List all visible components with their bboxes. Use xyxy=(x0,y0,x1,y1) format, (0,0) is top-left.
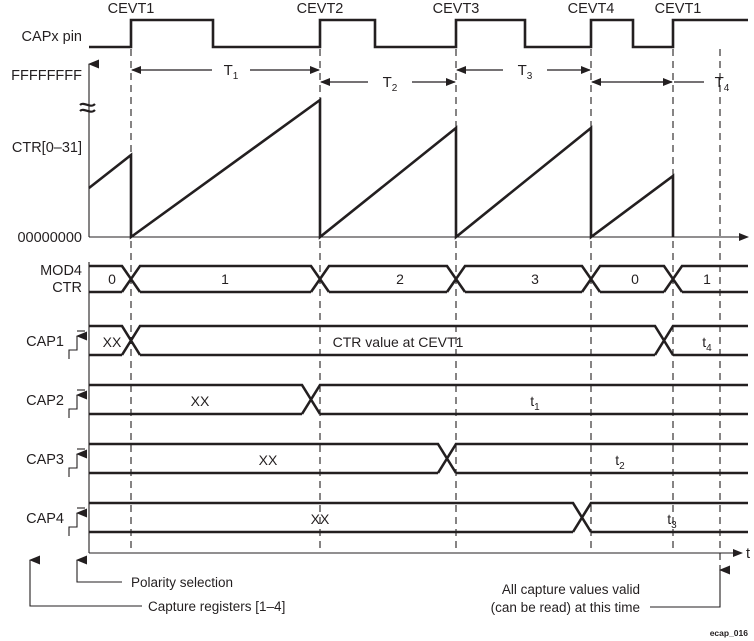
ctr-sawtooth-waveform xyxy=(88,97,675,240)
mod4-value-1: 1 xyxy=(221,271,229,287)
cap1-t4-value: t4 xyxy=(702,334,712,354)
figure-credit: ecap_016 xyxy=(710,628,749,638)
interval-label-t3: T3 xyxy=(518,62,533,82)
row-label-cap2: CAP2 xyxy=(26,393,64,409)
valid-annotation-line1: All capture values valid xyxy=(502,582,640,597)
cap1-bus-top xyxy=(89,324,748,356)
polarity-annotation-text: Polarity selection xyxy=(131,575,233,590)
cap4-initial-value: XX xyxy=(311,511,330,527)
ctr-min-label: 00000000 xyxy=(17,230,82,246)
polarity-rising-edge-icon-cap2 xyxy=(68,390,87,418)
capture-registers-annotation-text: Capture registers [1–4] xyxy=(148,599,285,614)
mod4-value-0: 0 xyxy=(108,271,116,287)
mod4-ctr-bus-row: 0 1 2 3 0 1 xyxy=(89,264,748,294)
cevt-labels: CEVT1 CEVT2 CEVT3 CEVT4 CEVT1 xyxy=(108,1,702,17)
row-label-mod4-1: MOD4 xyxy=(40,263,82,279)
cap1-bus-row: XX CTR value at CEVT1 t4 xyxy=(89,324,748,357)
row-label-mod4-2: CTR xyxy=(52,280,82,296)
cap3-initial-value: XX xyxy=(259,452,278,468)
row-label-cap3: CAP3 xyxy=(26,452,64,468)
event-guide-lines xyxy=(130,49,721,570)
cap2-initial-value: XX xyxy=(191,393,210,409)
cevt-label-3: CEVT4 xyxy=(568,1,615,17)
mod4-value-3: 3 xyxy=(531,271,539,287)
polarity-rising-edge-icon-cap3 xyxy=(68,449,87,477)
mod4-value-5: 1 xyxy=(703,271,711,287)
ctr-counter-row xyxy=(79,59,749,241)
polarity-rising-edge-icon-cap4 xyxy=(68,508,87,536)
cap2-bus-row: XX t1 xyxy=(89,383,748,416)
cevt-label-0: CEVT1 xyxy=(108,1,155,17)
capx-pin-waveform xyxy=(89,18,748,49)
valid-annotation-line2: (can be read) at this time xyxy=(491,600,640,615)
cap4-bus-row: XX t3 xyxy=(89,501,748,534)
mod4-value-2: 2 xyxy=(396,271,404,287)
mod4-bus-top xyxy=(89,264,748,293)
row-label-capx-pin: CAPx pin xyxy=(22,29,82,45)
bottom-time-axis-group: t xyxy=(88,262,750,562)
row-label-cap4: CAP4 xyxy=(26,511,64,527)
cap4-captured-value: t3 xyxy=(667,511,677,531)
cap3-captured-value: t2 xyxy=(615,452,625,472)
cap3-bus-top xyxy=(89,442,748,474)
row-labels: CAPx pin FFFFFFFF CTR[0–31] 00000000 MOD… xyxy=(11,29,82,527)
cap3-bus-row: XX t2 xyxy=(89,442,748,475)
cevt-label-2: CEVT3 xyxy=(433,1,480,17)
bottom-left-annotations: Polarity selection Capture registers [1–… xyxy=(29,555,285,614)
axis-break-symbol-2 xyxy=(79,108,96,113)
cevt-label-4: CEVT1 xyxy=(655,1,702,17)
interval-label-t4: T4 xyxy=(715,74,730,94)
ctr-max-label: FFFFFFFF xyxy=(11,68,82,84)
polarity-leader-line xyxy=(76,555,122,583)
valid-time-leader-line xyxy=(650,565,730,608)
cap2-captured-value: t1 xyxy=(530,393,540,413)
interval-label-t1: T1 xyxy=(224,62,239,82)
cevt-label-1: CEVT2 xyxy=(297,1,344,17)
capx-pin-row xyxy=(89,18,748,49)
interval-arrows: T1 T2 T3 T4 xyxy=(131,62,730,94)
valid-time-annotation: All capture values valid (can be read) a… xyxy=(491,565,730,615)
cap2-bus-top xyxy=(89,383,748,415)
cap1-initial-value: XX xyxy=(103,334,122,350)
row-label-cap1: CAP1 xyxy=(26,334,64,350)
cap1-captured-value: CTR value at CEVT1 xyxy=(333,334,464,350)
polarity-rising-edge-icon-cap1 xyxy=(68,331,87,359)
cap4-bus-top xyxy=(89,501,748,533)
row-label-ctr: CTR[0–31] xyxy=(12,140,82,156)
mod4-value-4: 0 xyxy=(631,271,639,287)
interval-label-t2: T2 xyxy=(383,74,398,94)
axis-break-symbol xyxy=(79,102,96,107)
polarity-select-glyphs xyxy=(68,330,87,536)
capture-registers-leader-line xyxy=(29,555,142,607)
time-axis-label: t xyxy=(746,546,750,562)
